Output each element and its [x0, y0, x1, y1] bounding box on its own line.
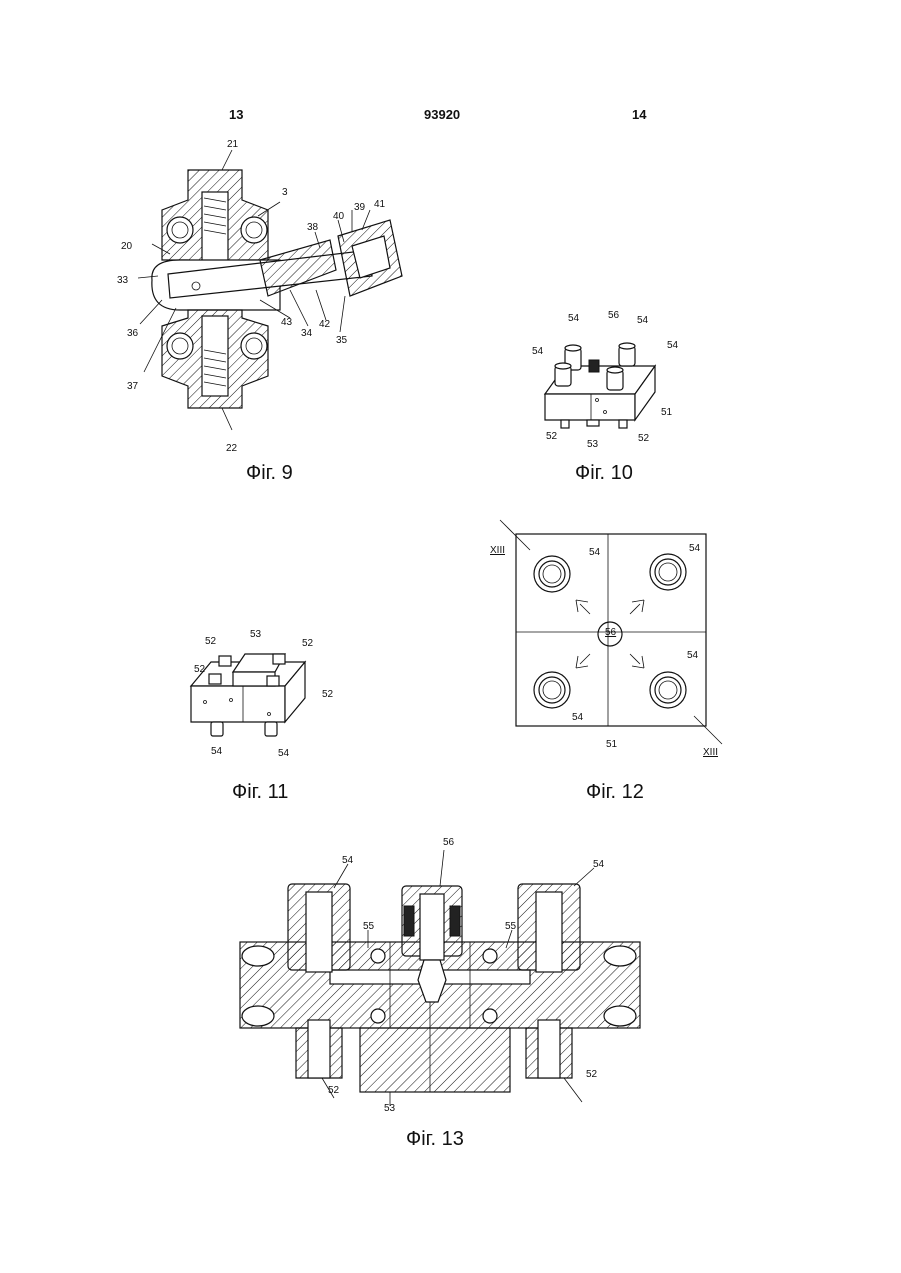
fig9-label: 35 [336, 336, 347, 346]
fig12-section-label: XIII [490, 546, 505, 556]
figure-9-caption: Фіг. 9 [246, 462, 293, 485]
fig10-label: 52 [638, 434, 649, 444]
fig11-label: 54 [278, 749, 289, 759]
fig13-label: 52 [328, 1086, 339, 1096]
figure-13-drawing [230, 870, 650, 1100]
figure-11-caption: Фіг. 11 [232, 781, 288, 804]
fig9-label: 37 [127, 382, 138, 392]
fig9-label: 42 [319, 320, 330, 330]
figure-10-caption: Фіг. 10 [575, 462, 633, 485]
fig9-label: 33 [117, 276, 128, 286]
fig12-section-label: XIII [703, 748, 718, 758]
fig12-label: 54 [589, 548, 600, 558]
fig11-label: 52 [194, 665, 205, 675]
fig9-label: 39 [354, 203, 365, 213]
fig12-label: 56 [605, 628, 616, 638]
figure-11-drawing [185, 640, 325, 750]
fig12-label: 51 [606, 740, 617, 750]
fig10-label: 56 [608, 311, 619, 321]
fig12-label: 54 [689, 544, 700, 554]
fig9-label: 3 [282, 188, 288, 198]
page-number-right: 14 [632, 107, 646, 122]
fig13-label: 53 [384, 1104, 395, 1114]
fig9-label: 40 [333, 212, 344, 222]
fig13-label: 55 [505, 922, 516, 932]
fig9-label: 38 [307, 223, 318, 233]
fig10-label: 54 [568, 314, 579, 324]
figure-12-drawing [500, 520, 730, 760]
fig13-label: 52 [586, 1070, 597, 1080]
fig9-label: 22 [226, 444, 237, 454]
fig13-label: 55 [363, 922, 374, 932]
fig12-label: 54 [572, 713, 583, 723]
fig10-label: 54 [667, 341, 678, 351]
fig11-label: 53 [250, 630, 261, 640]
fig11-label: 52 [205, 637, 216, 647]
fig9-label: 34 [301, 329, 312, 339]
figure-10-drawing [535, 320, 665, 440]
fig9-label: 43 [281, 318, 292, 328]
fig11-label: 52 [322, 690, 333, 700]
fig10-label: 51 [661, 408, 672, 418]
fig9-label: 21 [227, 140, 238, 150]
fig13-label: 56 [443, 838, 454, 848]
fig10-label: 54 [637, 316, 648, 326]
fig10-label: 52 [546, 432, 557, 442]
fig9-label: 36 [127, 329, 138, 339]
fig10-label: 54 [532, 347, 543, 357]
fig10-label: 53 [587, 440, 598, 450]
fig9-label: 20 [121, 242, 132, 252]
fig11-label: 54 [211, 747, 222, 757]
fig13-label: 54 [593, 860, 604, 870]
figure-13-caption: Фіг. 13 [406, 1128, 464, 1151]
figure-9-drawing [140, 150, 410, 440]
fig12-label: 54 [687, 651, 698, 661]
fig9-label: 41 [374, 200, 385, 210]
fig11-label: 52 [302, 639, 313, 649]
fig13-label: 54 [342, 856, 353, 866]
figure-12-caption: Фіг. 12 [586, 781, 644, 804]
page-number-left: 13 [229, 107, 243, 122]
document-number: 93920 [424, 107, 460, 122]
